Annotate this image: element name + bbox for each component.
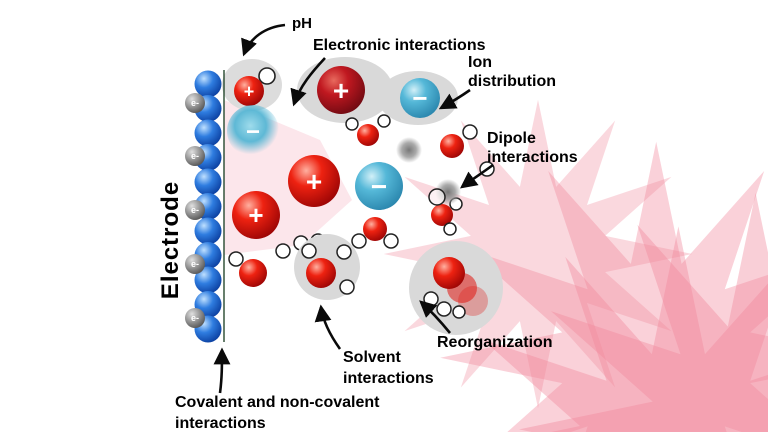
reorganization-arrow	[419, 300, 452, 334]
hydrogen-circle	[275, 243, 291, 259]
plus-sign: +	[306, 166, 322, 197]
solvent-interactions-arrow	[314, 304, 342, 350]
hydrogen-circle	[228, 251, 244, 267]
ion-distribution-label-line2: distribution	[468, 73, 556, 90]
solvent-interactions-label-line2: interactions	[343, 370, 434, 387]
anion-sphere	[355, 162, 403, 210]
dipole-interactions-label-line2: interactions	[487, 149, 578, 166]
electron-sphere	[185, 308, 205, 328]
water-oxygen	[357, 124, 379, 146]
dipole-sphere	[396, 137, 422, 163]
electron-sphere	[185, 93, 205, 113]
solvent-cluster	[294, 234, 360, 300]
solvent-interactions-label-line1: Solvent	[343, 349, 401, 366]
hydrogen-circle	[258, 67, 276, 85]
minus-sign: −	[371, 171, 387, 202]
ph-arrow	[241, 23, 286, 57]
hydrogen-circle	[301, 243, 317, 259]
electron-label: e-	[191, 151, 199, 161]
ion-distribution-arrow	[438, 88, 471, 110]
ion-distribution-cluster: + −	[297, 57, 458, 125]
dipole-interactions-label-line1: Dipole	[487, 130, 536, 147]
water-oxygen	[433, 257, 465, 289]
covalent-arrow	[213, 347, 231, 394]
electron-label: e-	[191, 98, 199, 108]
cation-sphere	[288, 155, 340, 207]
ph-cluster: +	[222, 59, 282, 111]
electronic-interactions-label: Electronic interactions	[313, 37, 486, 54]
hydrogen-circle	[336, 244, 352, 260]
hydrogen-circle	[345, 117, 359, 131]
near-electrode-ions: − + − +	[227, 105, 403, 239]
cation-sphere	[234, 76, 264, 106]
covalent-label-line2: interactions	[175, 415, 266, 432]
plus-sign: +	[333, 75, 349, 106]
water-oxygen	[363, 217, 387, 241]
dipole-interactions-arrow	[459, 163, 494, 189]
dipole-cluster	[428, 179, 461, 206]
hydrogen-circle	[351, 233, 367, 249]
water-oxygen	[239, 259, 267, 287]
anion-sphere	[400, 78, 440, 118]
plus-sign: +	[248, 200, 263, 230]
hydrogen-circle	[452, 305, 466, 319]
ph-label: pH	[292, 15, 312, 32]
annotations: pH Electronic interactions Ion distribut…	[175, 15, 578, 432]
electron-spheres: e- e- e- e- e-	[185, 93, 205, 328]
reorganization-cluster	[409, 241, 503, 335]
electron-sphere	[185, 200, 205, 220]
electrode-atom	[194, 266, 222, 294]
ion-distribution-label-line1: Ion	[468, 54, 492, 71]
minus-sign: −	[246, 118, 260, 145]
anion-sphere-fuzzy	[227, 105, 279, 157]
electrode: e- e- e- e- e- Electrode	[157, 70, 225, 343]
electron-sphere	[185, 254, 205, 274]
hydrogen-circle	[423, 291, 439, 307]
electrode-atom	[194, 168, 222, 196]
plus-sign: +	[244, 81, 255, 101]
hydrogen-circle	[383, 233, 399, 249]
electronic-interactions-arrow	[290, 57, 326, 107]
water-oxygen	[440, 134, 464, 158]
cation-sphere	[232, 191, 280, 239]
reorganization-label: Reorganization	[437, 334, 553, 351]
covalent-label-line1: Covalent and non-covalent	[175, 394, 380, 411]
minus-sign: −	[412, 83, 427, 113]
electron-label: e-	[191, 259, 199, 269]
electron-sphere	[185, 146, 205, 166]
hydrogen-circle	[462, 124, 478, 140]
electron-label: e-	[191, 205, 199, 215]
hydrogen-circle	[443, 222, 457, 236]
electrode-label: Electrode	[157, 181, 184, 299]
cation-sphere	[317, 66, 365, 114]
hydrogen-circle	[436, 301, 452, 317]
hydrogen-circle	[428, 188, 446, 206]
electrode-atom	[194, 217, 222, 245]
electrode-atom	[194, 119, 222, 147]
water-oxygen	[431, 204, 453, 226]
electron-label: e-	[191, 313, 199, 323]
hydrogen-circle	[339, 279, 355, 295]
electrode-atom	[194, 70, 222, 98]
water-oxygen	[306, 258, 336, 288]
hydrogen-circle	[377, 114, 391, 128]
